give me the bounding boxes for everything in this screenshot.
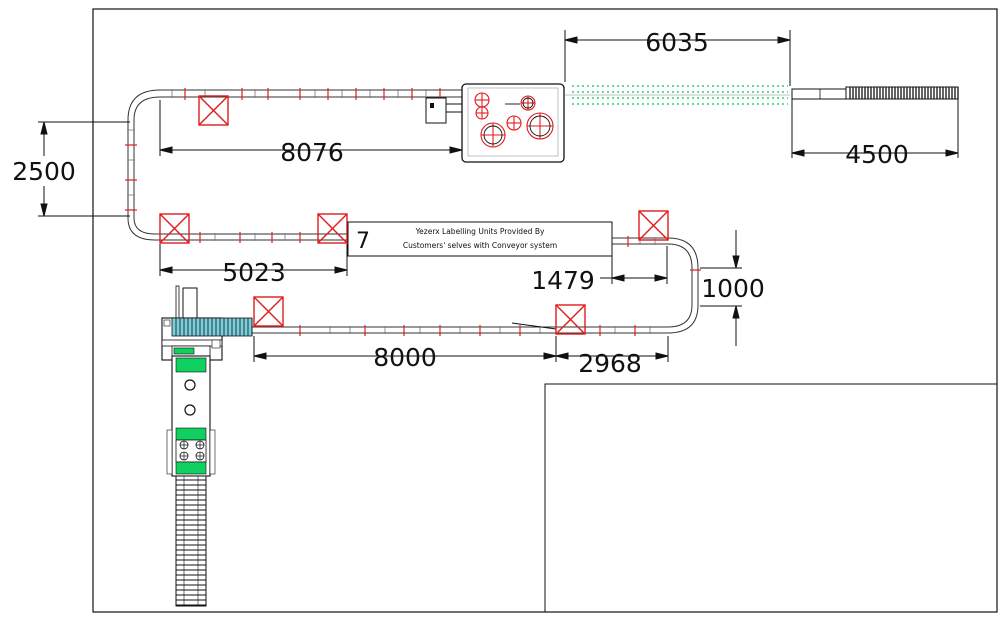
dimension-6035: 6035: [645, 28, 709, 57]
bottle-stream: [572, 85, 788, 105]
outfeed-slats: [849, 87, 959, 99]
dimension-1479: 1479: [531, 266, 595, 295]
dimension-4500: 4500: [845, 140, 909, 169]
outfeed-conveyor: [791, 86, 959, 100]
accumulator-tower: [166, 355, 216, 477]
filling-machine: [425, 83, 565, 163]
dimension-5023: 5023: [222, 258, 286, 287]
x-box: [159, 213, 190, 244]
conveyor-ticks: [127, 89, 656, 334]
note-number: 7: [356, 229, 370, 254]
vertical-slats: [176, 479, 206, 606]
conveyor-guide-rail: [511, 322, 557, 330]
note-line-2: Customers' selves with Conveyor system: [403, 241, 557, 250]
note-line-1: Yezerx Labelling Units Provided By: [415, 227, 545, 236]
infeed-unit: [161, 285, 253, 361]
x-box: [555, 304, 586, 335]
dimension-1000: 1000: [701, 274, 765, 303]
labelling-note: 7 Yezerx Labelling Units Provided By Cus…: [347, 221, 613, 257]
x-box: [638, 210, 669, 241]
x-box: [317, 213, 348, 244]
dimension-2500: 2500: [12, 157, 76, 186]
x-box: [198, 95, 229, 126]
x-box: [253, 296, 284, 327]
dimension-8076: 8076: [280, 138, 344, 167]
control-box: [425, 97, 447, 124]
vertical-slat-conveyor: [175, 475, 207, 607]
dimension-lines: [38, 30, 959, 362]
title-block-frame: [544, 383, 998, 613]
dimension-2968: 2968: [578, 349, 642, 378]
conveyor-markers: [125, 88, 701, 336]
conveyor-path: [127, 89, 699, 334]
infeed-slats: [175, 318, 253, 336]
dimension-8000: 8000: [373, 343, 437, 372]
